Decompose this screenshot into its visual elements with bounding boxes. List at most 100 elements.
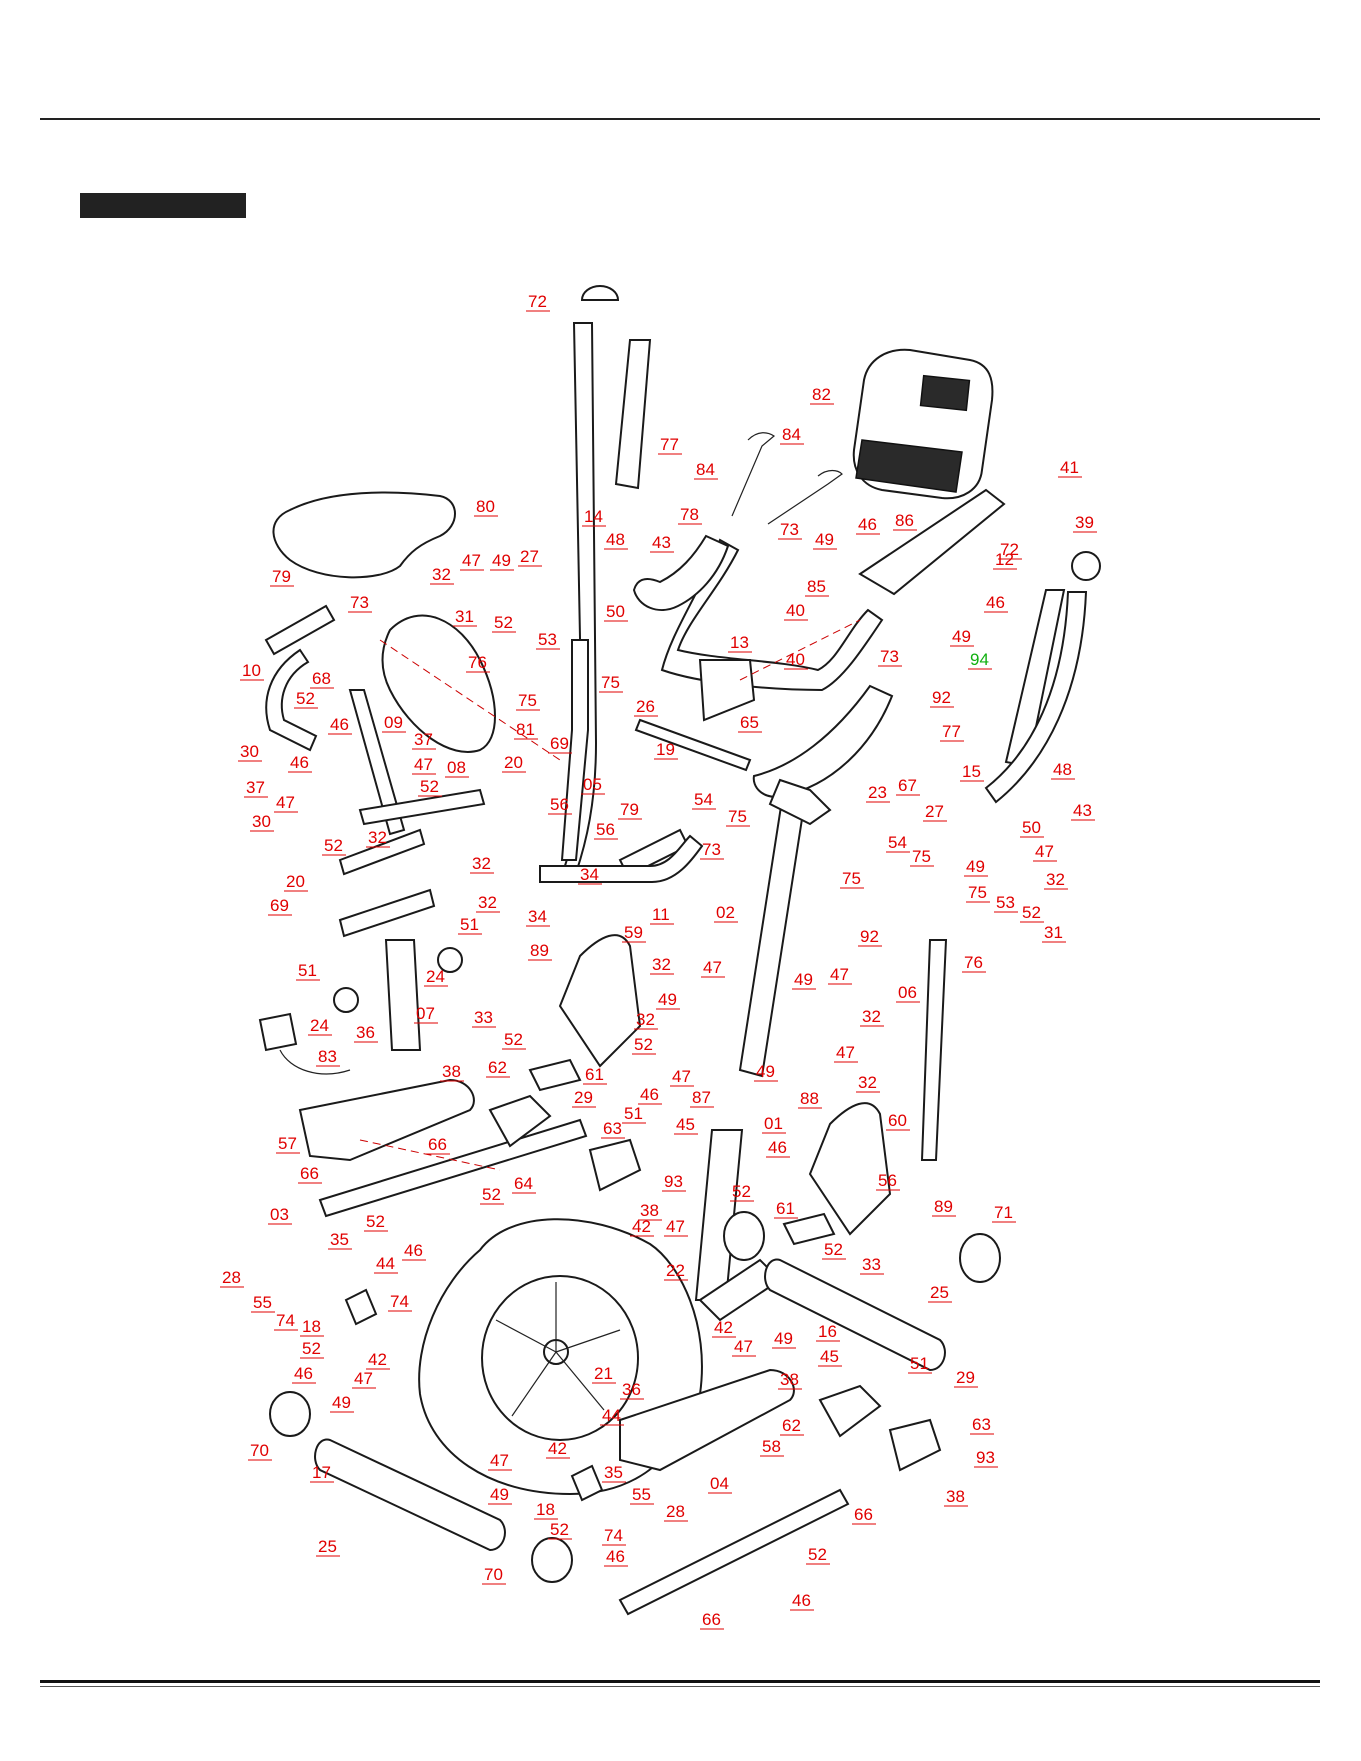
top-rule bbox=[40, 118, 1320, 120]
callout-75: 75 bbox=[968, 883, 987, 902]
callout-69: 69 bbox=[270, 896, 289, 915]
lower-arm-06 bbox=[920, 939, 948, 1161]
callout-20: 20 bbox=[504, 753, 523, 772]
grip-79-seat bbox=[264, 604, 336, 656]
callout-61: 61 bbox=[776, 1199, 795, 1218]
callout-56: 56 bbox=[596, 820, 615, 839]
callout-44: 44 bbox=[376, 1254, 395, 1273]
callout-77: 77 bbox=[660, 435, 679, 454]
knob-24-a bbox=[437, 947, 463, 973]
callout-26: 26 bbox=[636, 697, 655, 716]
console-display bbox=[919, 374, 971, 412]
callout-81: 81 bbox=[516, 720, 535, 739]
callout-49: 49 bbox=[490, 1485, 509, 1504]
callout-38: 38 bbox=[780, 1370, 799, 1389]
callout-65: 65 bbox=[740, 713, 759, 732]
callout-47: 47 bbox=[490, 1451, 509, 1470]
callout-75: 75 bbox=[728, 807, 747, 826]
callout-52: 52 bbox=[808, 1545, 827, 1564]
callout-61: 61 bbox=[585, 1065, 604, 1084]
callout-86: 86 bbox=[895, 511, 914, 530]
callout-35: 35 bbox=[604, 1463, 623, 1482]
callout-44: 44 bbox=[602, 1406, 621, 1425]
callout-46: 46 bbox=[606, 1547, 625, 1566]
callout-47: 47 bbox=[276, 793, 295, 812]
pivot-18-right bbox=[570, 1464, 604, 1502]
callout-23: 23 bbox=[868, 783, 887, 802]
callout-58: 58 bbox=[762, 1437, 781, 1456]
flywheel-spokes bbox=[495, 1282, 621, 1417]
callout-52: 52 bbox=[504, 1030, 523, 1049]
callout-30: 30 bbox=[240, 742, 259, 761]
callout-32: 32 bbox=[368, 828, 387, 847]
seat-frame-lower bbox=[338, 888, 436, 938]
callout-47: 47 bbox=[703, 958, 722, 977]
callout-42: 42 bbox=[714, 1318, 733, 1337]
callout-92: 92 bbox=[860, 927, 879, 946]
callout-39: 39 bbox=[1075, 513, 1094, 532]
post-bracket-23 bbox=[768, 778, 832, 826]
seat-handle-10 bbox=[265, 648, 318, 752]
pulse-sensor-84-b bbox=[767, 469, 843, 525]
callout-18: 18 bbox=[302, 1317, 321, 1336]
callout-07: 07 bbox=[416, 1004, 435, 1023]
callout-32: 32 bbox=[636, 1010, 655, 1029]
callout-47: 47 bbox=[414, 755, 433, 774]
pedal-58 bbox=[619, 1368, 795, 1472]
callout-09: 09 bbox=[384, 713, 403, 732]
callout-32: 32 bbox=[858, 1073, 877, 1092]
callout-84: 84 bbox=[696, 460, 715, 479]
callout-49: 49 bbox=[774, 1329, 793, 1348]
callout-46: 46 bbox=[290, 753, 309, 772]
seat-frame bbox=[338, 828, 426, 876]
adapter-cable bbox=[279, 1049, 351, 1075]
callout-79: 79 bbox=[620, 800, 639, 819]
callout-51: 51 bbox=[298, 961, 317, 980]
callout-06: 06 bbox=[898, 983, 917, 1002]
callout-47: 47 bbox=[354, 1369, 373, 1388]
callout-24: 24 bbox=[310, 1016, 329, 1035]
callout-33: 33 bbox=[474, 1008, 493, 1027]
assembly-line-1 bbox=[379, 639, 561, 761]
callout-52: 52 bbox=[482, 1185, 501, 1204]
callout-46: 46 bbox=[640, 1085, 659, 1104]
seat-slider-08 bbox=[358, 788, 486, 826]
callout-79: 79 bbox=[272, 567, 291, 586]
callout-50: 50 bbox=[1022, 818, 1041, 837]
callout-46: 46 bbox=[986, 593, 1005, 612]
handlebar-right-15 bbox=[984, 591, 1088, 804]
callout-35: 35 bbox=[330, 1230, 349, 1249]
shroud-60 bbox=[808, 1102, 892, 1236]
bracket-62-left bbox=[488, 1094, 552, 1148]
callout-82: 82 bbox=[812, 385, 831, 404]
callout-34: 34 bbox=[528, 907, 547, 926]
assembly-line-2 bbox=[739, 619, 861, 681]
callout-37: 37 bbox=[246, 778, 265, 797]
knob-24-b bbox=[333, 987, 359, 1013]
callout-11: 11 bbox=[652, 905, 670, 924]
callout-38: 38 bbox=[640, 1201, 659, 1220]
callout-80: 80 bbox=[476, 497, 495, 516]
grip-78-top bbox=[632, 534, 730, 611]
callout-52: 52 bbox=[494, 613, 513, 632]
callout-54: 54 bbox=[694, 790, 713, 809]
axle-19 bbox=[634, 718, 752, 772]
callout-05: 05 bbox=[583, 775, 602, 794]
callout-46: 46 bbox=[792, 1591, 811, 1610]
callout-74: 74 bbox=[276, 1311, 295, 1330]
callout-36: 36 bbox=[356, 1023, 375, 1042]
callout-62: 62 bbox=[488, 1058, 507, 1077]
callout-42: 42 bbox=[368, 1350, 387, 1369]
pedal-arm-03 bbox=[318, 1118, 588, 1218]
section-title-bar bbox=[80, 193, 246, 218]
callout-41: 41 bbox=[1060, 458, 1079, 477]
wheel-70-a bbox=[269, 1391, 311, 1437]
callout-68: 68 bbox=[312, 669, 331, 688]
callout-66: 66 bbox=[428, 1135, 447, 1154]
callout-20: 20 bbox=[286, 872, 305, 891]
callout-70: 70 bbox=[250, 1441, 269, 1460]
callout-54: 54 bbox=[888, 833, 907, 852]
callout-49: 49 bbox=[756, 1062, 775, 1081]
callout-67: 67 bbox=[898, 776, 917, 795]
callout-47: 47 bbox=[672, 1067, 691, 1086]
